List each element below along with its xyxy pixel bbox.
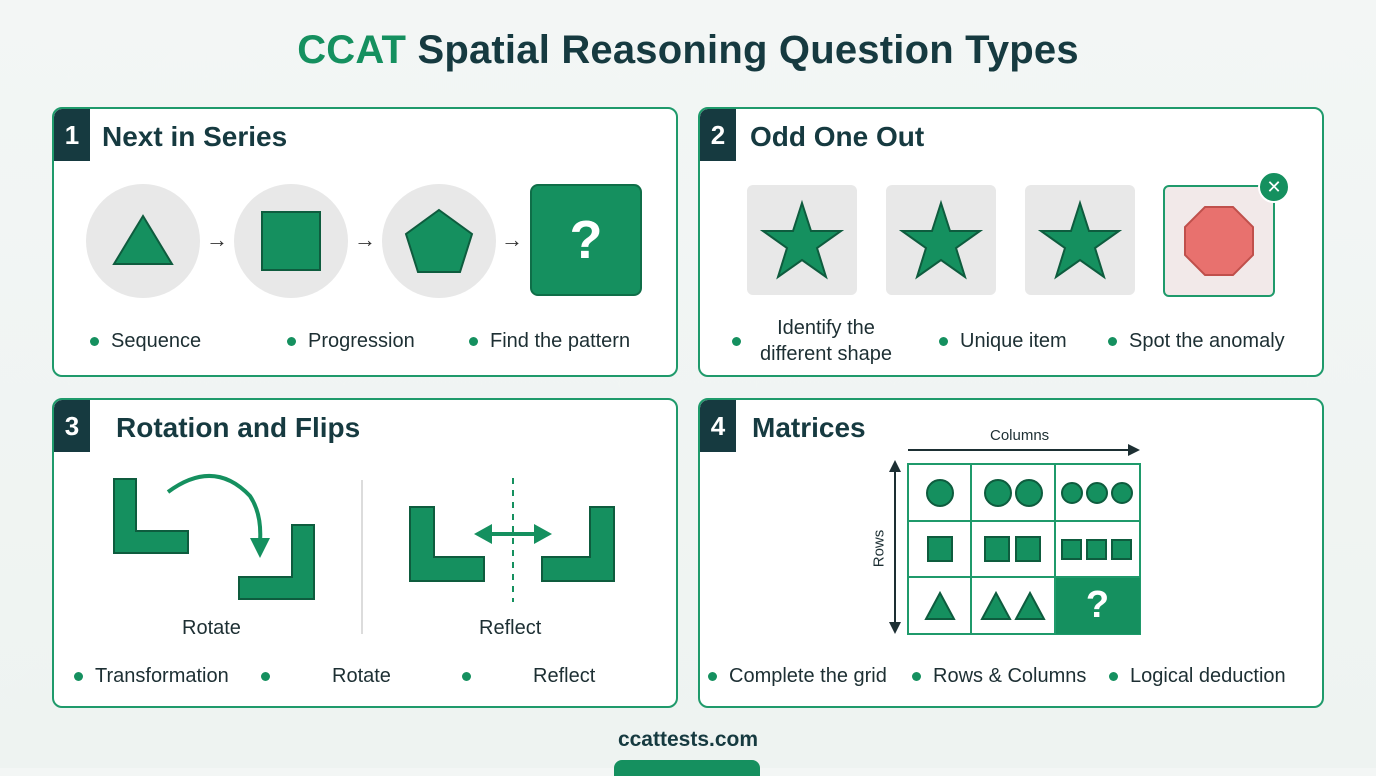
card-number-badge: 2 (700, 109, 736, 161)
rotate-caption: Rotate (182, 617, 241, 639)
title-accent: CCAT (297, 28, 407, 72)
bullet-item: Rows & Columns (912, 665, 1086, 688)
bullet-label: Find the pattern (490, 330, 631, 352)
bullet-dot-icon (939, 337, 948, 346)
bullet-item: Complete the grid (708, 665, 887, 688)
bullet-label: Complete the grid (729, 665, 887, 687)
bullet-item: Find the pattern (469, 330, 630, 353)
bullet-label: Logical deduction (1130, 665, 1286, 687)
triangle-icon (86, 184, 200, 298)
bullet-dot-icon (708, 672, 717, 681)
bullet-label: Sequence (111, 330, 202, 352)
bullet-item: Progression (287, 330, 415, 353)
title-rest: Spatial Reasoning Question Types (417, 28, 1079, 72)
bullet-dot-icon (74, 672, 83, 681)
arrow-icon: → (501, 227, 523, 252)
bullet-item: Reflect (462, 665, 595, 688)
card-number-badge: 1 (54, 109, 90, 161)
star-icon (747, 185, 857, 295)
card-title: Matrices (752, 412, 866, 443)
bullet-dot-icon (1109, 672, 1118, 681)
footer-site-link[interactable]: ccattests.com (617, 728, 759, 751)
star-icon (1025, 185, 1135, 295)
octagon-icon (1163, 185, 1275, 297)
star-icon (886, 185, 996, 295)
bullet-label: Rotate (332, 665, 391, 687)
bullet-label: Reflect (533, 665, 596, 687)
bullet-label: Progression (308, 330, 415, 352)
bullet-dot-icon (90, 337, 99, 346)
pentagon-icon (382, 184, 496, 298)
bullet-label: Unique item (960, 330, 1067, 352)
card-matrices: 4 Matrices Columns Rows (698, 398, 1324, 708)
question-mark: ? (1085, 584, 1110, 626)
bullet-dot-icon (261, 672, 270, 681)
reflect-caption: Reflect (479, 617, 542, 639)
bullet-dot-icon (287, 337, 296, 346)
bullet-item: Spot the anomaly (1108, 330, 1285, 353)
bullet-item: Rotate (261, 665, 391, 688)
card-rotation-and-flips: 3 Rotation and Flips Rotate Reflect Tran… (52, 398, 678, 708)
card-number-badge: 3 (54, 400, 90, 452)
bullet-label: Rows & Columns (933, 665, 1087, 687)
page-title: CCAT Spatial Reasoning Question Types (0, 28, 1376, 73)
footer-accent-bar (614, 760, 760, 776)
card-odd-one-out: 2 Odd One Out ✕ Identify the different s… (698, 107, 1324, 377)
card-title: Next in Series (102, 121, 288, 152)
matrix-grid (889, 444, 1141, 635)
bullet-label: Transformation (95, 665, 229, 687)
card-next-in-series: 1 Next in Series → → → ? Sequence Progre… (52, 107, 678, 377)
card-title: Odd One Out (750, 121, 925, 152)
bullet-item: Sequence (90, 330, 201, 353)
bullet-dot-icon (462, 672, 471, 681)
arrow-icon: → (354, 227, 376, 252)
bullet-dot-icon (1108, 337, 1117, 346)
bullet-item: Identify the different shape (732, 315, 901, 367)
columns-label: Columns (990, 427, 1050, 444)
question-mark-box: ? (530, 184, 642, 296)
bullet-label: Identify the different shape (760, 317, 892, 365)
arrow-icon: → (206, 227, 228, 252)
bullet-dot-icon (469, 337, 478, 346)
card-number-badge: 4 (700, 400, 736, 452)
bullet-item: Logical deduction (1109, 665, 1286, 688)
bullet-label: Spot the anomaly (1129, 330, 1285, 352)
close-icon: ✕ (1258, 171, 1290, 203)
bullet-item: Transformation (74, 665, 229, 688)
bullet-dot-icon (732, 336, 741, 346)
card-title: Rotation and Flips (116, 412, 361, 443)
square-icon (234, 184, 348, 298)
bullet-item: Unique item (939, 330, 1067, 353)
rotation-diagram (113, 473, 615, 634)
bullet-dot-icon (912, 672, 921, 681)
